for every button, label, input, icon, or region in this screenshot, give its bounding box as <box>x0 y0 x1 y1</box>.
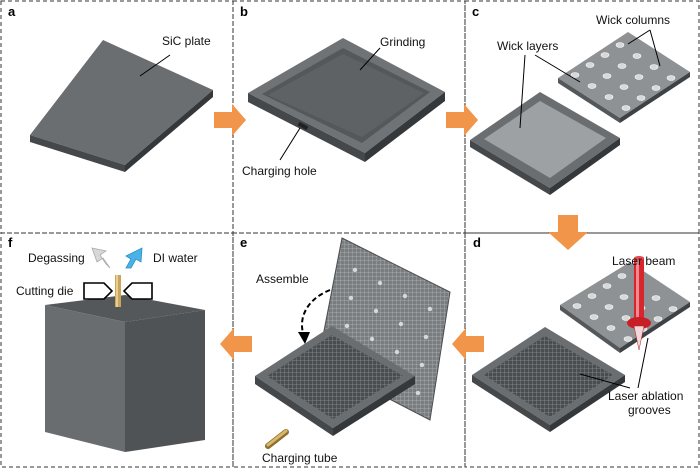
laser-ablation-grooves <box>484 336 613 417</box>
filling-tube <box>115 275 121 307</box>
sic-plate <box>30 40 213 172</box>
cutting-die <box>83 282 153 300</box>
panel-b-letter: b <box>240 4 248 19</box>
wick-layer <box>484 101 606 178</box>
charging-tube <box>265 429 289 449</box>
charging-hole <box>297 121 309 131</box>
laser-ablation-leader-1 <box>579 373 631 389</box>
assemble-arrow <box>300 289 331 337</box>
wick-layers-leader-1 <box>534 54 581 83</box>
wick-column-plate <box>558 32 690 123</box>
arrow-c-to-d <box>548 215 588 250</box>
grinding-label: Grinding <box>380 35 425 49</box>
wick-layers-leader-2 <box>519 54 526 129</box>
panel-d-letter: d <box>473 235 481 250</box>
panel-b: Grinding Charging hole <box>242 35 445 178</box>
panel-f-border <box>0 232 234 468</box>
laser-ablation-leader-2 <box>637 337 649 389</box>
panel-e: Assemble Charging tube <box>255 237 451 465</box>
wick-columns-leader-2 <box>649 29 661 67</box>
laser-beam-label: Laser beam <box>612 254 675 268</box>
panel-c: Wick columns Wick layers <box>470 13 690 195</box>
panel-d: Laser beam Laser ablation grooves <box>472 254 690 432</box>
sic-plate-label: SiC plate <box>162 34 211 48</box>
degassing-label: Degassing <box>28 251 85 265</box>
di-water-label: DI water <box>153 251 198 265</box>
panel-a: SiC plate <box>30 34 213 172</box>
arrow-d-to-e <box>452 328 484 360</box>
assemble-label: Assemble <box>256 272 309 286</box>
ground-plate <box>248 38 445 162</box>
laser-ablation-label-line1: Laser ablation <box>608 389 683 403</box>
cutting-die-left <box>83 282 114 300</box>
panel-e-letter: e <box>240 235 247 250</box>
wick-columns <box>570 42 676 111</box>
final-device-plate <box>45 295 205 452</box>
grooved-wick-layer-plate <box>472 327 625 432</box>
sic-plate-leader <box>139 54 171 77</box>
charging-hole-leader <box>279 127 301 161</box>
charging-tube-label: Charging tube <box>262 451 338 465</box>
panel-f-letter: f <box>8 235 13 250</box>
arrow-a-to-b <box>214 104 246 136</box>
wick-columns-leader-1 <box>627 29 651 45</box>
laser-beam <box>627 256 651 351</box>
wick-layer-plate <box>470 92 620 195</box>
grinding-leader <box>359 47 381 71</box>
di-water-arrow <box>125 247 143 269</box>
cutting-die-label: Cutting die <box>16 284 74 298</box>
cutting-die-right <box>122 282 153 300</box>
assembled-base-plate <box>255 326 415 436</box>
wick-layers-label: Wick layers <box>497 39 558 53</box>
panel-f: Cutting die Degassing DI water <box>16 247 205 452</box>
assemble-arrow-head <box>298 332 310 344</box>
panel-a-border <box>0 0 234 234</box>
laser-ablation-label-line2: grooves <box>628 403 671 417</box>
arrow-b-to-c <box>446 104 478 136</box>
laser-wick-column-plate <box>560 262 690 353</box>
panel-c-letter: c <box>472 4 479 19</box>
degassing-arrow <box>91 247 111 269</box>
panel-a-letter: a <box>8 4 16 19</box>
wick-columns-label: Wick columns <box>596 13 670 27</box>
arrow-e-to-f <box>220 328 252 360</box>
charging-hole-label: Charging hole <box>242 164 317 178</box>
